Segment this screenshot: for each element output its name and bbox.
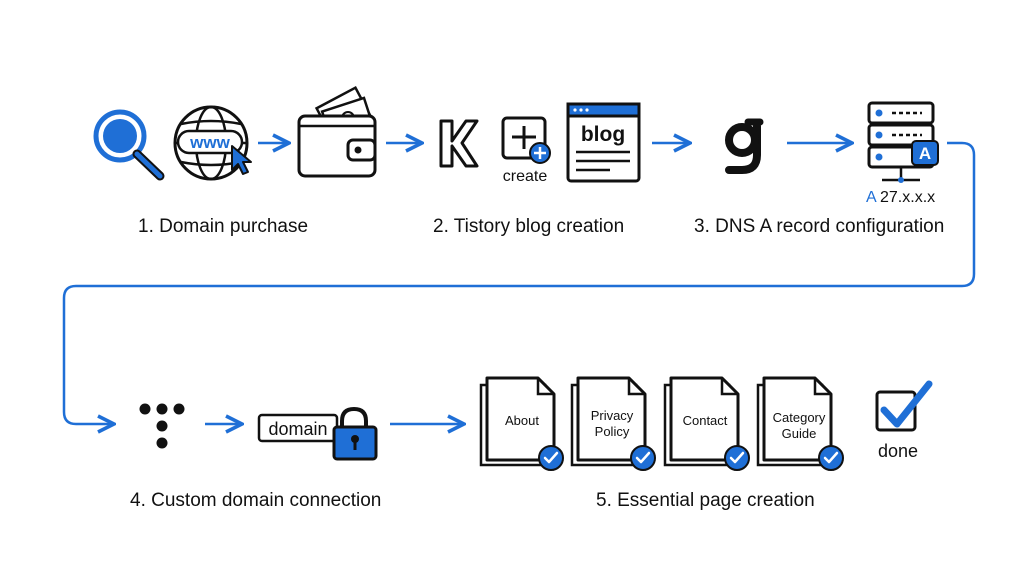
page-doc-privacy-policy: Privacy Policy bbox=[570, 376, 656, 471]
blog-window-icon: blog bbox=[566, 102, 641, 183]
server-badge-text: A bbox=[919, 144, 931, 163]
page-about-line1: About bbox=[505, 413, 539, 428]
page-doc-about: About bbox=[479, 376, 564, 471]
page-privacy-line1: Privacy bbox=[591, 408, 634, 423]
page-category-line2: Guide bbox=[782, 426, 817, 441]
step-label-5: 5. Essential page creation bbox=[596, 490, 815, 511]
blog-text: blog bbox=[581, 123, 625, 146]
step-label-1: 1. Domain purchase bbox=[138, 216, 309, 237]
create-icon: create bbox=[501, 116, 551, 185]
step-label-4: 4. Custom domain connection bbox=[130, 490, 382, 511]
a-record-type: A bbox=[866, 189, 877, 206]
a-record-value: 27.x.x.x bbox=[880, 189, 935, 206]
gabia-logo-icon bbox=[725, 118, 764, 174]
done-text: done bbox=[878, 441, 918, 461]
step-label-2: 2. Tistory blog creation bbox=[433, 216, 625, 237]
page-contact-line1: Contact bbox=[683, 413, 728, 428]
page-privacy-line2: Policy bbox=[595, 424, 630, 439]
wallet-icon bbox=[297, 85, 377, 178]
domain-text: domain bbox=[268, 419, 327, 439]
step-label-3: 3. DNS A record configuration bbox=[694, 216, 945, 237]
server-icon: A bbox=[867, 101, 939, 183]
magnifier-icon bbox=[93, 109, 165, 181]
page-category-line1: Category bbox=[773, 410, 826, 425]
create-text: create bbox=[503, 168, 548, 185]
done-checkbox-icon: done bbox=[875, 380, 933, 461]
domain-lock-icon: domain bbox=[257, 406, 378, 461]
tistory-logo-icon bbox=[439, 119, 479, 168]
tistory-dots-logo-icon bbox=[139, 403, 185, 449]
page-doc-contact: Contact bbox=[663, 376, 750, 471]
page-doc-category-guide: Category Guide bbox=[756, 376, 844, 471]
globe-www-icon: www bbox=[173, 105, 252, 181]
connector-arrow bbox=[62, 141, 976, 424]
www-text: www bbox=[189, 133, 230, 152]
